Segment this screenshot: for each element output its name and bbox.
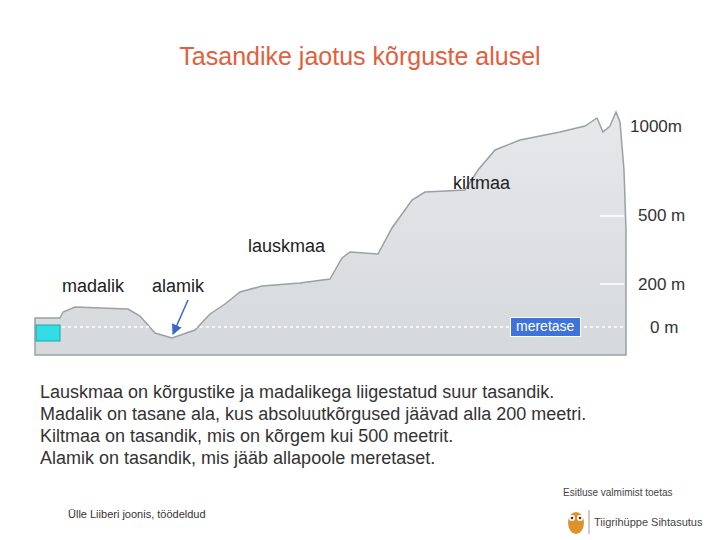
height-label: 1000m xyxy=(630,117,682,137)
water xyxy=(36,325,60,341)
region-label: lauskmaa xyxy=(248,236,325,257)
height-label: 500 m xyxy=(638,206,685,226)
height-label: 0 m xyxy=(650,318,678,338)
sponsor-name: Tiigrihüppe Sihtasutus xyxy=(594,516,702,529)
sponsor-note: Esitluse valmimist toetas xyxy=(563,487,672,499)
credit-note: Ülle Liiberi joonis, töödeldud xyxy=(68,508,206,521)
tick xyxy=(600,215,624,217)
owl-logo xyxy=(568,510,589,534)
node-text: meretase xyxy=(516,318,574,334)
region-label: alamik xyxy=(152,276,204,297)
sea-level-tag: meretase xyxy=(510,317,581,337)
leader-line xyxy=(173,300,188,334)
slide-title: Tasandike jaotus kõrguste alusel xyxy=(0,42,720,71)
definition-text: Kiltmaa on tasandik, mis on kõrgem kui 5… xyxy=(40,426,453,447)
height-label: 200 m xyxy=(638,275,685,295)
definition-text: Alamik on tasandik, mis jääb allapoole m… xyxy=(40,448,435,469)
definition-text: Lauskmaa on kõrgustike ja madalikega lii… xyxy=(40,382,554,403)
land-profile xyxy=(35,112,626,355)
tick xyxy=(600,283,624,285)
definition-text: Madalik on tasane ala, kus absoluutkõrgu… xyxy=(40,404,586,425)
region-label: kiltmaa xyxy=(453,173,510,194)
region-label: madalik xyxy=(62,276,124,297)
